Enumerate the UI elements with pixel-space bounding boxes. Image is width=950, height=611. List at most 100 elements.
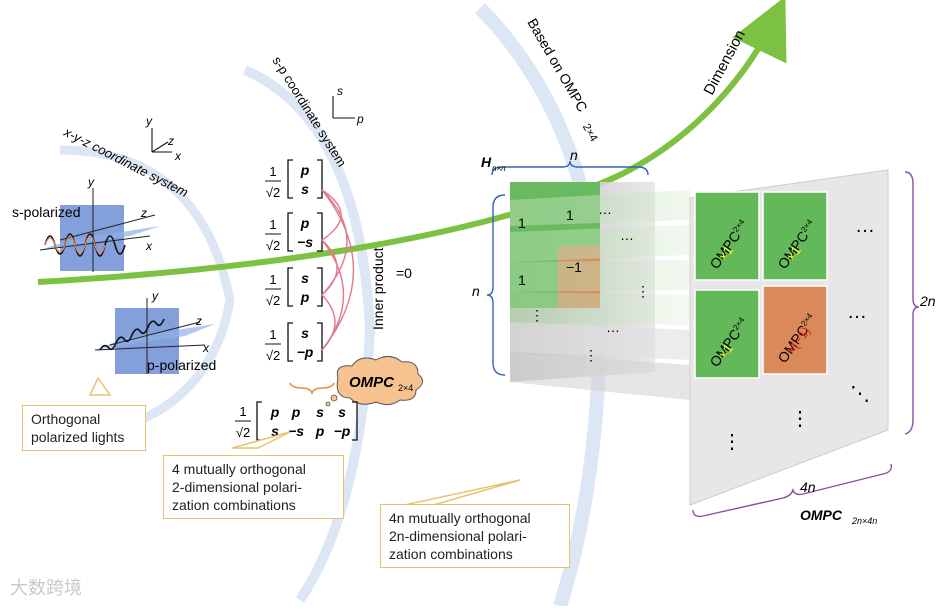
ompc-block-2: OMPC2×4×1 — [762, 191, 828, 281]
svg-text:…: … — [855, 215, 875, 237]
vector-1: 1 √2 ps — [265, 159, 323, 200]
callout-pointer-1 — [88, 376, 112, 396]
callout-pointer-2 — [231, 431, 291, 449]
matrix-cell-r2: −p — [334, 423, 351, 439]
orange-brace — [289, 382, 335, 396]
vector-bottom: p — [300, 289, 310, 305]
dim-2n-label: 2n — [919, 293, 936, 309]
inner-product-arcs — [321, 189, 355, 351]
h-matrix-label: H — [481, 154, 492, 170]
n-top-label: n — [570, 147, 578, 163]
axis-y-label: y — [145, 114, 153, 128]
vector-top: p — [300, 215, 310, 231]
matrix-cell-r1: p — [270, 404, 280, 420]
n-left-label: n — [472, 283, 480, 299]
axis-p-label: p — [356, 112, 364, 126]
equals-zero: =0 — [396, 265, 412, 281]
p-plot-x-label: x — [202, 341, 210, 355]
s-polarized-label: s-polarized — [12, 204, 80, 220]
ompc-block-mult: ×1 — [783, 243, 804, 264]
ompc-block-mult: ×1 — [715, 341, 736, 362]
watermark: 大数跨境 — [10, 578, 82, 599]
dim-2n-bracket — [904, 171, 920, 435]
p-plot-y-label: y — [151, 289, 159, 303]
vector-2: 1 √2 p −s — [265, 212, 323, 253]
h-entry: 1 — [518, 272, 526, 288]
back-panel-ellipses: … … ⋮ ⋮ ⋱ — [722, 215, 875, 453]
ompc-block-rect — [762, 285, 828, 375]
vector-frac-den: √2 — [266, 238, 280, 253]
sp-axes-icon — [332, 96, 355, 119]
p-plot-z-label: z — [195, 314, 202, 328]
ompc-cloud — [325, 356, 423, 407]
arc-label-sp: s-p coordinate system — [269, 54, 349, 170]
h-entry: ⋮ — [636, 283, 650, 299]
s-plot-y-label: y — [87, 175, 95, 189]
h-entry: ⋮ — [584, 347, 598, 363]
h-entry: −1 — [566, 259, 582, 275]
vector-frac-den: √2 — [266, 348, 280, 363]
s-plot-z-label: z — [140, 206, 147, 220]
axis-x-label: x — [174, 149, 182, 163]
h-matrix-sub: n×n — [492, 164, 506, 173]
matrix-frac-den: √2 — [236, 425, 250, 440]
h-slabs — [510, 190, 690, 400]
axis-z-label: z — [167, 134, 174, 148]
arc-xyz — [59, 145, 235, 445]
vector-bottom: s — [301, 181, 309, 197]
ompc-block-rect — [694, 289, 760, 379]
vector-top: s — [301, 270, 309, 286]
ompc-block-1: OMPC2×4×1 — [694, 191, 760, 281]
matrix-cell-r2: −s — [288, 423, 304, 439]
axis-s-label: s — [337, 84, 343, 98]
s-polarized-plot — [39, 188, 160, 272]
h-entry: … — [606, 319, 620, 335]
vector-3: 1√2sp — [265, 267, 323, 308]
svg-text:⋮: ⋮ — [790, 408, 810, 430]
vector-bottom: −s — [297, 234, 313, 250]
s-plot-x-label: x — [145, 239, 153, 253]
ompc-block-mult: ×1 — [715, 243, 736, 264]
ompc-big-sub: 2n×4n — [851, 516, 877, 526]
dimension-label: Dimension — [701, 27, 749, 98]
arc-ompc-sub: 2×4 — [580, 122, 600, 144]
ompc-block-rect — [762, 191, 828, 281]
vector-bottom: −p — [297, 344, 314, 360]
h-entry: 1 — [566, 207, 574, 223]
matrix-cell-r1: s — [338, 404, 346, 420]
arc-sp — [243, 65, 376, 603]
vector-frac-num: 1 — [269, 217, 276, 232]
dim-4n-bracket — [692, 463, 893, 518]
xyz-axes-icon — [151, 128, 172, 153]
callout-orthogonal: Orthogonal polarized lights — [22, 405, 146, 451]
h-top-bracket — [491, 160, 649, 176]
svg-text:…: … — [847, 301, 867, 323]
svg-text:⋮: ⋮ — [722, 431, 742, 453]
ompc-block-3: OMPC2×4×1 — [694, 289, 760, 379]
h-entry: … — [598, 201, 612, 217]
p-polarized-plot — [94, 298, 215, 374]
callout-pointer-3 — [399, 479, 521, 507]
h-entry: … — [620, 227, 634, 243]
vector-frac-num: 1 — [269, 164, 276, 179]
svg-text:⋱: ⋱ — [850, 383, 870, 405]
matrix-cell-r2: p — [315, 423, 325, 439]
vector-4: 1√2s−p — [265, 322, 323, 363]
p-polarized-label: p-polarized — [147, 357, 216, 373]
matrix-frac-num: 1 — [239, 404, 246, 419]
dim-4n-label: 4n — [800, 479, 816, 495]
callout-four-mutual: 4 mutually orthogonal 2-dimensional pola… — [163, 455, 344, 519]
h-entry: 1 — [518, 215, 526, 231]
vector-frac-den: √2 — [266, 185, 280, 200]
h-entry: ⋮ — [530, 307, 544, 323]
callout-fourn-mutual: 4n mutually orthogonal 2n-dimensional po… — [380, 504, 570, 568]
ompc-block-4: OMPC2×4×(−1) — [762, 285, 828, 375]
ompc-big-label: OMPC — [800, 507, 843, 523]
vector-top: p — [300, 162, 310, 178]
vector-frac-num: 1 — [269, 272, 276, 287]
matrix-cell-r1: p — [291, 404, 301, 420]
